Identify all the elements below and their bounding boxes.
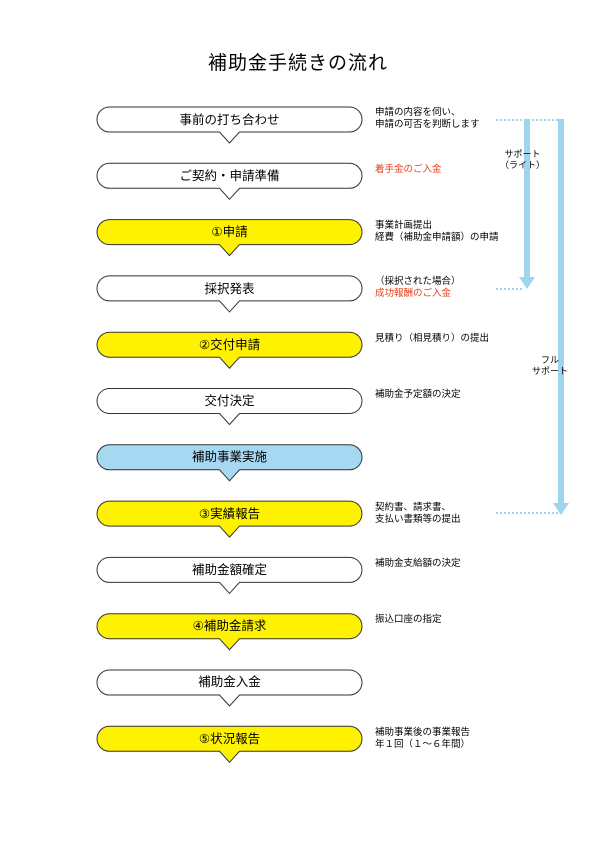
note-6: 補助金予定額の決定 [375, 389, 461, 401]
note-2: 着手金のご入金 [375, 164, 442, 176]
step-4-label: 採択発表 [204, 281, 255, 296]
step-9-label: 補助金額確定 [191, 562, 267, 577]
note-6-line1: 補助金予定額の決定 [375, 389, 461, 400]
note-10-line1: 振込口座の指定 [375, 614, 442, 625]
step-12-box [96, 725, 363, 764]
step-3-label: ①申請 [211, 224, 248, 239]
note-4: （採択された場合） 成功報酬のご入金 [375, 276, 461, 300]
step-8-label: ③実績報告 [198, 506, 261, 521]
note-8-line2: 支払い書類等の提出 [375, 514, 461, 525]
note-3-line2: 経費（補助金申請額）の申請 [375, 232, 499, 243]
support-light-connector-bottom [496, 288, 524, 290]
note-5-line1: 見積り（相見積り）の提出 [375, 333, 490, 344]
note-1-line1: 申請の内容を伺い、 [375, 107, 461, 118]
note-4-line1: （採択された場合） [375, 276, 461, 287]
support-full-connector-top [530, 119, 564, 121]
step-2-label: ご契約・申請準備 [179, 168, 280, 183]
step-8-box [96, 500, 363, 538]
page-title: 補助金手続きの流れ [207, 52, 388, 74]
support-full-label-line1: フル [541, 356, 560, 366]
support-full-connector-bottom [496, 512, 558, 514]
note-8: 契約書、請求書、 支払い書類等の提出 [375, 502, 461, 526]
note-9-line1: 補助金支給額の決定 [375, 558, 461, 569]
note-3: 事業計画提出 経費（補助金申請額）の申請 [375, 220, 499, 244]
note-10: 振込口座の指定 [375, 614, 442, 626]
step-1-box [96, 106, 363, 144]
step-9-box [96, 556, 363, 595]
step-1-label: 事前の打ち合わせ [179, 112, 280, 127]
step-11-box [96, 669, 363, 707]
step-5-label: ②交付申請 [198, 337, 261, 352]
support-light-connector-top [496, 119, 530, 121]
step-6-box [96, 388, 363, 426]
note-2-line1: 着手金のご入金 [375, 164, 442, 175]
support-full-label-line2: サポート [532, 367, 569, 377]
step-7-box [96, 444, 363, 482]
note-12: 補助事業後の事業報告 年１回（１～６年間） [375, 727, 470, 751]
step-7-label: 補助事業実施 [191, 449, 267, 464]
support-full-arrowhead [553, 503, 569, 515]
support-light-arrowhead [519, 277, 535, 289]
step-3-box [96, 219, 363, 257]
support-light-label: サポート （ライト） [500, 150, 545, 172]
note-8-line1: 契約書、請求書、 [375, 502, 452, 513]
step-10-label: ④補助金請求 [192, 618, 267, 633]
support-full-shaft [558, 119, 564, 503]
note-12-line1: 補助事業後の事業報告 [375, 727, 471, 738]
support-light-shaft [524, 119, 530, 277]
note-5: 見積り（相見積り）の提出 [375, 333, 489, 345]
note-4-line2: 成功報酬のご入金 [375, 288, 452, 299]
step-10-box [96, 613, 363, 651]
step-6-label: 交付決定 [204, 393, 255, 408]
note-12-line2: 年１回（１～６年間） [375, 739, 471, 750]
step-12-label: ⑤状況報告 [198, 731, 261, 746]
support-light-label-line2: （ライト） [500, 161, 546, 171]
note-1-line2: 申請の可否を判断します [375, 119, 480, 130]
step-2-box [96, 162, 363, 201]
note-3-line1: 事業計画提出 [375, 220, 433, 231]
step-11-label: 補助金入金 [198, 674, 261, 689]
step-5-box [96, 331, 363, 369]
support-light-label-line1: サポート [504, 150, 541, 160]
note-9: 補助金支給額の決定 [375, 558, 461, 570]
note-1: 申請の内容を伺い、 申請の可否を判断します [375, 107, 480, 131]
step-4-box [96, 275, 363, 313]
support-full-label: フル サポート [532, 356, 568, 378]
